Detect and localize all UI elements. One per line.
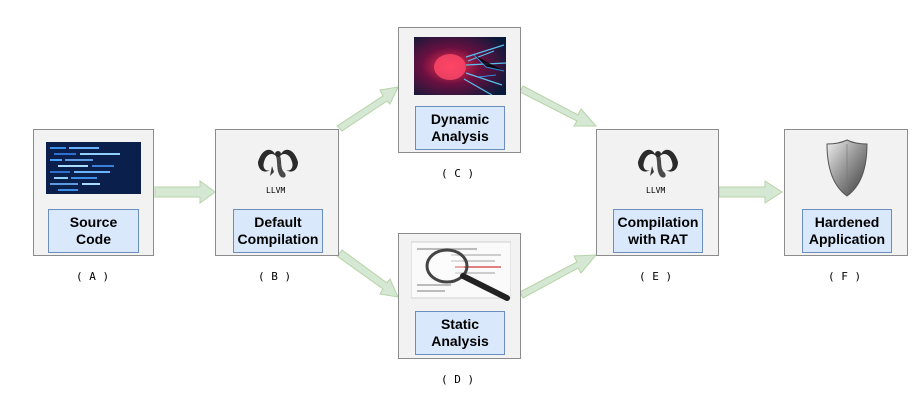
label-hardened-application: Hardened Application [802,209,892,253]
label-dynamic-analysis-text: Dynamic Analysis [430,111,490,144]
arrow-e-to-f [718,180,783,204]
label-hardened-application-text: Hardened Application [808,214,886,247]
label-default-compilation: Default Compilation [233,209,323,253]
arrow-b-to-c [336,86,399,132]
llvm-text: LLVM [646,186,666,195]
label-static-analysis-text: Static Analysis [431,316,489,349]
label-compilation-with-rat-text: Compilation with RAT [617,214,699,247]
node-hardened-application: Hardened Application [784,129,908,256]
shield-icon [826,139,868,197]
label-compilation-with-rat: Compilation with RAT [613,209,703,253]
label-static-analysis: Static Analysis [415,311,505,355]
label-source-code: Source Code [48,209,139,253]
tag-d: ( D ) [441,373,475,386]
tag-f: ( F ) [828,270,862,283]
neural-brain-icon [414,37,506,95]
magnifier-code-icon [411,241,511,301]
arrow-c-to-e [519,85,598,127]
llvm-dragon-icon [258,149,298,178]
node-source-code: Source Code [33,129,154,256]
node-static-analysis: Static Analysis [398,233,521,359]
tag-a: ( A ) [76,270,110,283]
arrow-d-to-e [519,254,598,299]
tag-b: ( B ) [258,270,292,283]
node-default-compilation: LLVM Default Compilation [215,129,339,256]
label-dynamic-analysis: Dynamic Analysis [415,106,505,150]
tag-c: ( C ) [441,167,475,180]
code-screen-icon [46,142,141,194]
node-dynamic-analysis: Dynamic Analysis [398,27,521,153]
node-compilation-with-rat: LLVM Compilation with RAT [596,129,719,256]
label-source-code-text: Source Code [69,214,118,247]
label-default-compilation-text: Default Compilation [237,214,319,247]
arrow-a-to-b [154,180,216,204]
arrow-b-to-d [336,249,399,298]
llvm-dragon-icon [638,149,678,178]
tag-e: ( E ) [639,270,673,283]
llvm-text: LLVM [266,186,286,195]
